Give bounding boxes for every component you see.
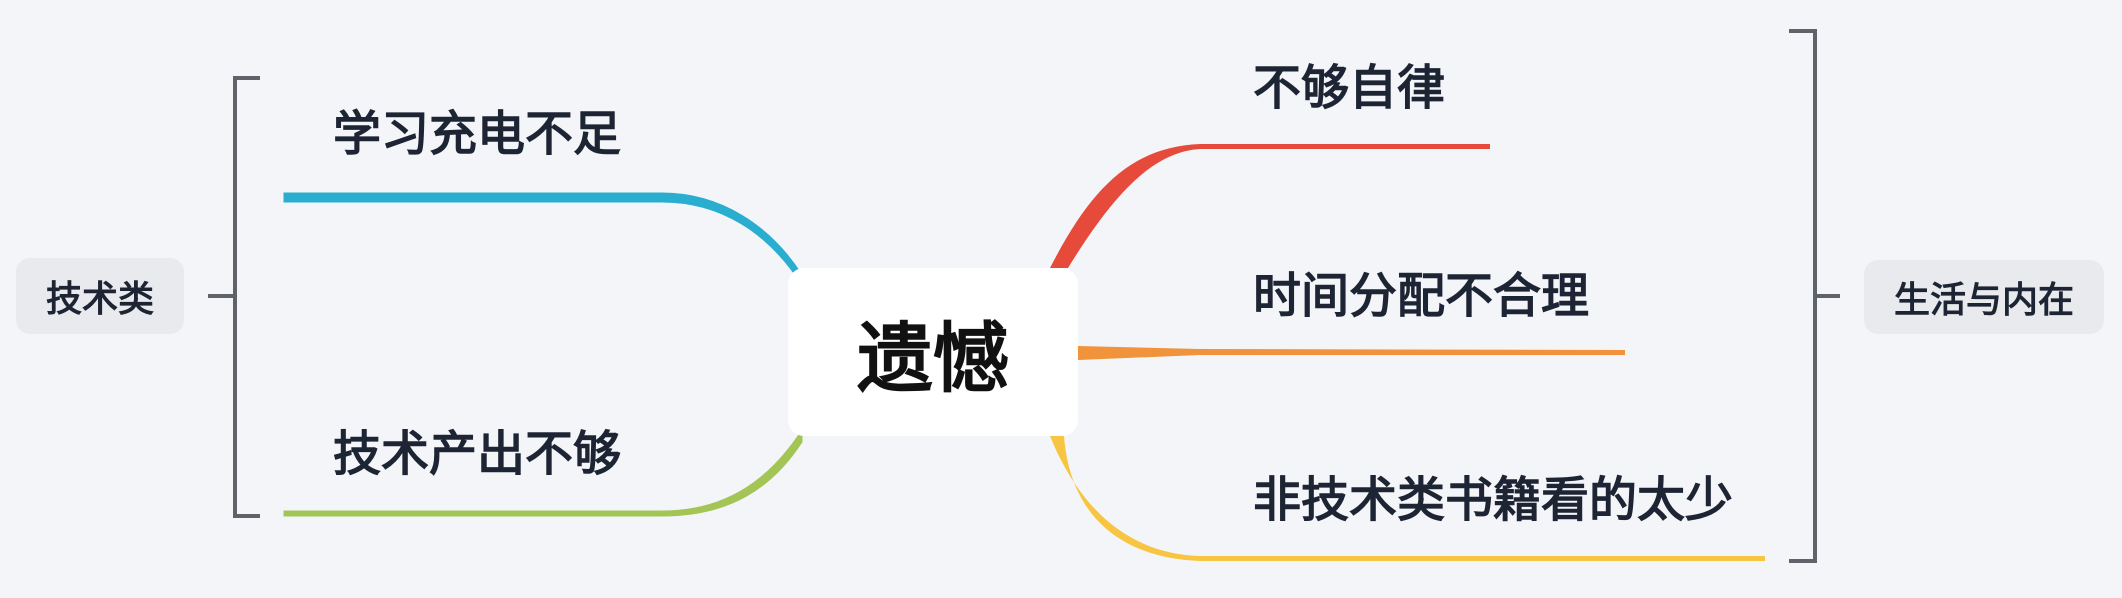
connector-self-discipline (1050, 144, 1490, 268)
central-topic[interactable]: 遗憾 (788, 268, 1078, 436)
branch-time[interactable]: 时间分配不合理 (1253, 268, 1590, 324)
branch-books[interactable]: 非技术类书籍看的太少 (1253, 472, 1734, 528)
branch-output[interactable]: 技术产出不够 (333, 426, 622, 482)
left-bracket (208, 76, 260, 518)
summary-right[interactable]: 生活与内在 (1864, 260, 2104, 334)
connector-time (1078, 346, 1625, 360)
right-bracket (1789, 29, 1840, 563)
summary-left[interactable]: 技术类 (16, 258, 184, 334)
branch-self-discipline[interactable]: 不够自律 (1253, 60, 1446, 116)
branch-learning[interactable]: 学习充电不足 (333, 106, 622, 162)
connector-output (283, 428, 803, 517)
connector-learning (283, 192, 803, 287)
